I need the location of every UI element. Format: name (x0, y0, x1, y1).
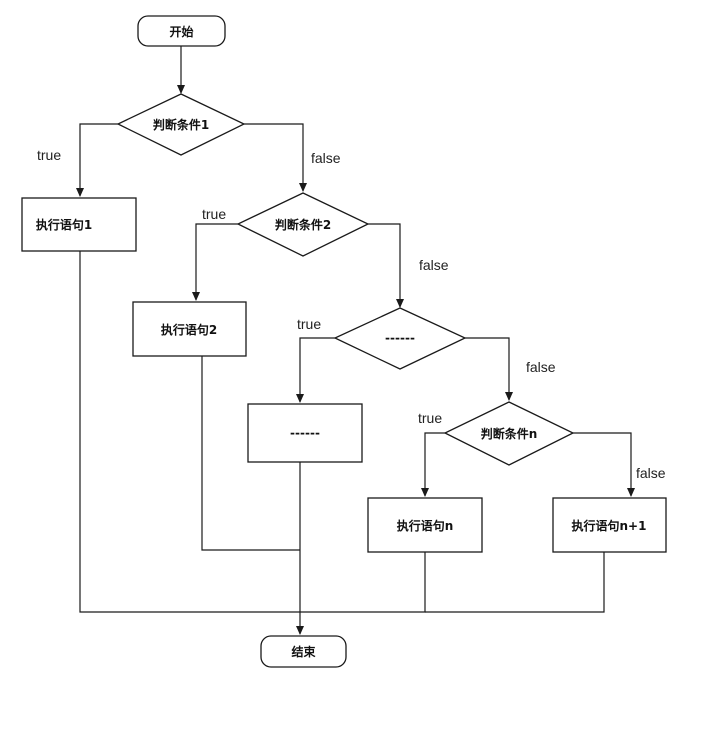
node-stmt2-label: 执行语句2 (161, 322, 217, 337)
node-cond1: 判断条件1 (116, 93, 246, 156)
edge-label-true3: true (297, 316, 321, 332)
edge-label-false1: false (311, 150, 341, 166)
edge-label-true2: true (202, 206, 226, 222)
node-end-label: 结束 (291, 644, 316, 659)
node-cond2: 判断条件2 (236, 192, 370, 257)
connectors (76, 46, 635, 635)
node-cond3-label: ------ (385, 331, 415, 345)
edge-condn-false (573, 432, 635, 497)
edge-label-falsen: false (636, 465, 666, 481)
node-end: 结束 (260, 635, 347, 668)
edge-cond2-true (192, 223, 238, 301)
edge-label-true1: true (37, 147, 61, 163)
node-stmtn-label: 执行语句n (397, 518, 454, 533)
node-stmt1: 执行语句1 (21, 197, 137, 252)
edge-cond1-true (76, 123, 118, 197)
edge-condn-true (421, 432, 445, 497)
node-stmtn1-label: 执行语句n+1 (572, 518, 647, 533)
node-cond2-label: 判断条件2 (275, 217, 331, 232)
node-condn-label: 判断条件n (481, 426, 538, 441)
edge-cond2-false (368, 223, 404, 308)
node-condn: 判断条件n (443, 401, 575, 466)
edge-label-false3: false (526, 359, 556, 375)
edge-stmt1-bus (79, 251, 300, 613)
edge-stmtn1-bus (425, 552, 605, 613)
edge-cond3-true (296, 337, 335, 403)
node-cond3: ------ (333, 307, 467, 370)
edge-cond3-false (465, 337, 513, 401)
edge-cond1-false (244, 123, 307, 192)
node-start: 开始 (137, 15, 226, 47)
node-stmt3: ------ (247, 403, 363, 463)
node-stmt3-label: ------ (290, 426, 320, 440)
edge-labels: true false true false true false true fa… (37, 147, 666, 481)
node-stmt1-label: 执行语句1 (36, 217, 92, 232)
edge-stmt2-bus (201, 356, 300, 551)
node-stmt2: 执行语句2 (132, 301, 247, 357)
edge-stmtn-bus (300, 552, 426, 613)
node-start-label: 开始 (169, 24, 193, 39)
node-cond1-label: 判断条件1 (153, 117, 209, 132)
node-stmtn1: 执行语句n+1 (552, 497, 667, 553)
edge-label-truen: true (418, 410, 442, 426)
edge-label-false2: false (419, 257, 449, 273)
node-stmtn: 执行语句n (367, 497, 483, 553)
